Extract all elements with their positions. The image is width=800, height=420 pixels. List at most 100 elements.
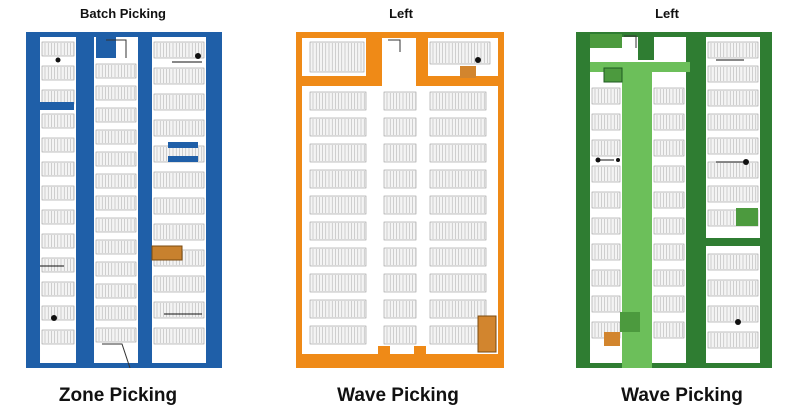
door-icon — [624, 35, 637, 48]
rack-icon — [153, 223, 205, 241]
rack-icon — [95, 261, 137, 277]
wall-block — [378, 346, 390, 356]
rack-group — [309, 41, 491, 345]
floorplan-2-svg — [296, 32, 504, 368]
zone-picking-floorplan — [26, 32, 222, 368]
aisle-band — [206, 32, 222, 368]
outer-wall-left — [576, 32, 590, 368]
rack-icon — [429, 273, 487, 293]
rack-icon — [707, 113, 759, 131]
rack-icon — [707, 253, 759, 271]
pick-zone-marker — [736, 208, 758, 226]
rack-icon — [309, 273, 367, 293]
rack-icon — [309, 195, 367, 215]
pick-zone-marker — [168, 142, 198, 148]
wall-block — [414, 346, 426, 356]
rack-icon — [429, 117, 487, 137]
rack-icon — [591, 295, 621, 313]
crate-icon — [460, 66, 476, 78]
rack-icon — [309, 117, 367, 137]
rack-icon — [653, 113, 685, 131]
panel-1-bottom-label: Zone Picking — [58, 385, 178, 406]
green-aisle — [590, 62, 690, 72]
pick-station-icon — [475, 57, 481, 63]
rack-icon — [95, 239, 137, 255]
aisle-band — [138, 32, 152, 368]
rack-icon — [429, 91, 487, 111]
rack-icon — [591, 87, 621, 105]
rack-icon — [707, 41, 759, 59]
rack-icon — [95, 63, 137, 79]
wave-picking-floorplan-a — [296, 32, 504, 368]
rack-icon — [95, 129, 137, 145]
rack-icon — [707, 161, 759, 179]
rack-icon — [591, 113, 621, 131]
rack-icon — [95, 151, 137, 167]
rack-icon — [153, 197, 205, 215]
rack-icon — [653, 139, 685, 157]
rack-icon — [707, 331, 759, 349]
rack-icon — [429, 41, 491, 65]
rack-icon — [429, 195, 487, 215]
rack-icon — [309, 247, 367, 267]
rack-icon — [707, 137, 759, 155]
pick-zone-marker — [168, 156, 198, 162]
floorplan-3-svg — [576, 32, 772, 368]
rack-group — [41, 41, 205, 345]
rack-icon — [309, 299, 367, 319]
rack-icon — [309, 325, 367, 345]
rack-icon — [653, 191, 685, 209]
rack-icon — [653, 295, 685, 313]
wall-block — [366, 32, 382, 82]
rack-icon — [95, 327, 137, 343]
rack-icon — [591, 217, 621, 235]
outer-wall-bottom — [296, 354, 504, 368]
wall-block — [296, 76, 382, 86]
aisle-band — [76, 32, 94, 368]
rack-icon — [95, 305, 137, 321]
pick-station-icon — [55, 57, 61, 63]
rack-icon — [153, 67, 205, 85]
aisle-band — [686, 32, 706, 368]
rack-icon — [153, 301, 205, 319]
rack-icon — [153, 327, 205, 345]
door-icon — [388, 39, 401, 52]
rack-icon — [653, 321, 685, 339]
rack-icon — [309, 169, 367, 189]
rack-icon — [707, 279, 759, 297]
wall-block — [638, 32, 654, 60]
rack-icon — [429, 221, 487, 241]
door-icon — [106, 39, 127, 58]
rack-icon — [153, 93, 205, 111]
wall-block — [96, 32, 116, 58]
crate-icon — [604, 332, 620, 346]
rack-icon — [429, 169, 487, 189]
wall-block — [416, 32, 428, 82]
pick-station-icon — [195, 53, 201, 59]
rack-icon — [95, 173, 137, 189]
rack-icon — [95, 283, 137, 299]
rack-icon — [153, 275, 205, 293]
rack-icon — [707, 65, 759, 83]
rack-icon — [95, 85, 137, 101]
rack-icon — [309, 41, 365, 73]
rack-icon — [309, 143, 367, 163]
panel-3-bottom-label: Wave Picking — [621, 385, 743, 406]
pick-station-icon — [735, 319, 741, 325]
rack-icon — [153, 119, 205, 137]
rack-icon — [309, 91, 367, 111]
rack-icon — [153, 171, 205, 189]
panel-2-top-label: Left — [389, 6, 413, 21]
rack-icon — [591, 165, 621, 183]
rack-icon — [429, 299, 487, 319]
pick-station-icon — [616, 158, 620, 162]
wall-block — [704, 238, 760, 246]
pick-zone-marker — [40, 102, 74, 110]
rack-icon — [95, 107, 137, 123]
outer-wall-left — [26, 32, 40, 368]
rack-icon — [591, 139, 621, 157]
rack-icon — [707, 185, 759, 203]
rack-icon — [653, 165, 685, 183]
rack-icon — [707, 89, 759, 107]
rack-icon — [653, 217, 685, 235]
